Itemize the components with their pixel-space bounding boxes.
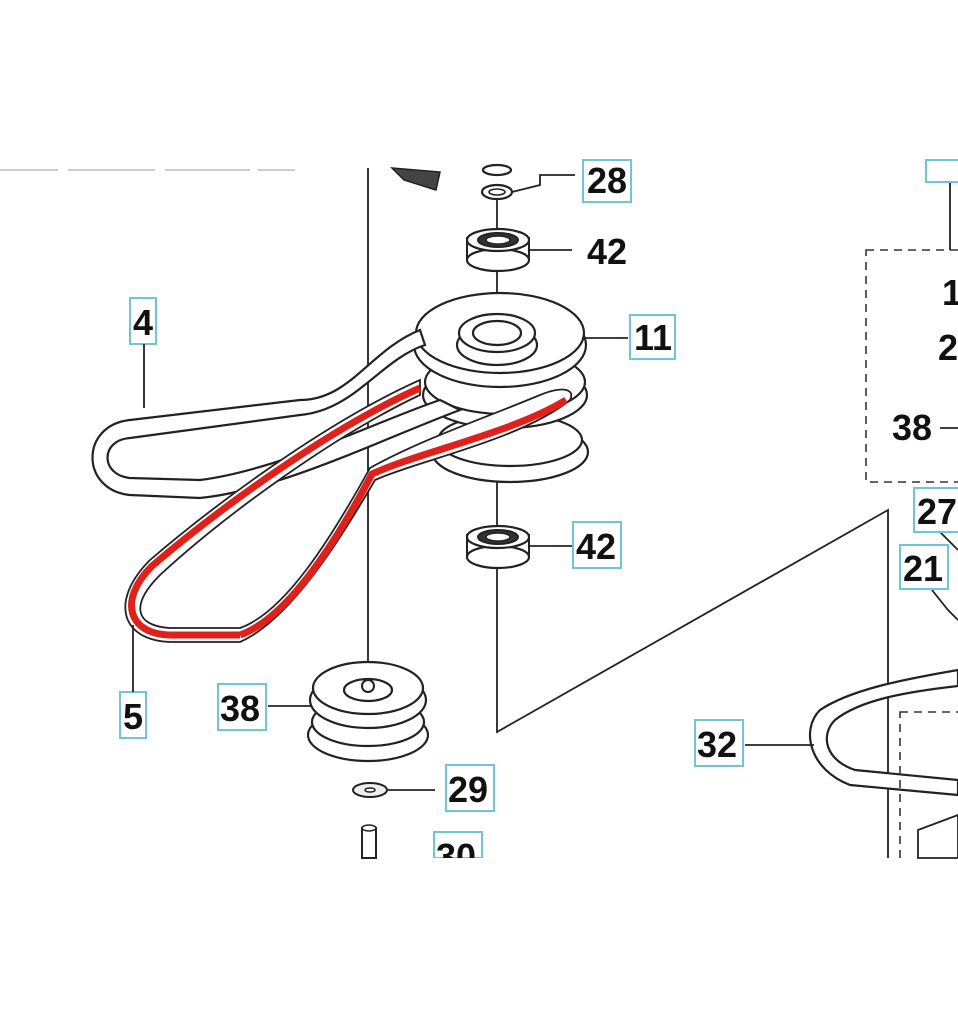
idler-pulley-38 bbox=[306, 660, 430, 763]
belt-32 bbox=[808, 668, 958, 797]
svg-text:32: 32 bbox=[697, 724, 737, 765]
label-11: 11 bbox=[629, 314, 676, 360]
svg-text:21: 21 bbox=[903, 548, 943, 589]
label-38: 38 bbox=[217, 683, 267, 731]
label-4: 4 bbox=[129, 297, 157, 345]
belt-4 bbox=[91, 328, 463, 500]
spring-part bbox=[390, 167, 441, 191]
svg-text:4: 4 bbox=[133, 302, 153, 343]
belt-5-highlighted bbox=[124, 378, 573, 643]
label-42-top: 42 bbox=[587, 231, 627, 272]
svg-text:27: 27 bbox=[917, 491, 957, 532]
bearing-42-lower bbox=[465, 524, 531, 570]
svg-text:38: 38 bbox=[220, 688, 260, 729]
svg-text:11: 11 bbox=[634, 317, 672, 358]
sub-assembly-box bbox=[865, 249, 958, 483]
svg-text:1: 1 bbox=[942, 272, 958, 313]
svg-text:5: 5 bbox=[123, 696, 143, 737]
svg-text:42: 42 bbox=[587, 231, 627, 272]
label-21: 21 bbox=[899, 544, 949, 590]
bearing-42-top bbox=[465, 227, 531, 273]
label-5: 5 bbox=[119, 691, 147, 739]
label-42-lower: 42 bbox=[572, 521, 622, 569]
label-right-38: 38 bbox=[892, 407, 932, 448]
label-right-1: 1 bbox=[942, 272, 958, 313]
bottom-whitespace bbox=[0, 860, 958, 1024]
svg-text:38: 38 bbox=[892, 407, 932, 448]
label-27: 27 bbox=[913, 487, 958, 533]
label-top-right bbox=[925, 159, 958, 183]
svg-text:42: 42 bbox=[576, 526, 616, 567]
deck-part bbox=[917, 814, 958, 859]
label-32: 32 bbox=[694, 719, 744, 767]
label-28: 28 bbox=[582, 159, 632, 203]
label-right-2: 2 bbox=[938, 327, 958, 368]
label-29: 29 bbox=[445, 764, 495, 812]
bolt-30 bbox=[361, 824, 377, 859]
svg-text:28: 28 bbox=[587, 160, 627, 201]
svg-text:2: 2 bbox=[938, 327, 958, 368]
svg-text:29: 29 bbox=[448, 769, 488, 810]
retaining-ring-28 bbox=[480, 163, 514, 201]
washer-29 bbox=[352, 782, 388, 798]
